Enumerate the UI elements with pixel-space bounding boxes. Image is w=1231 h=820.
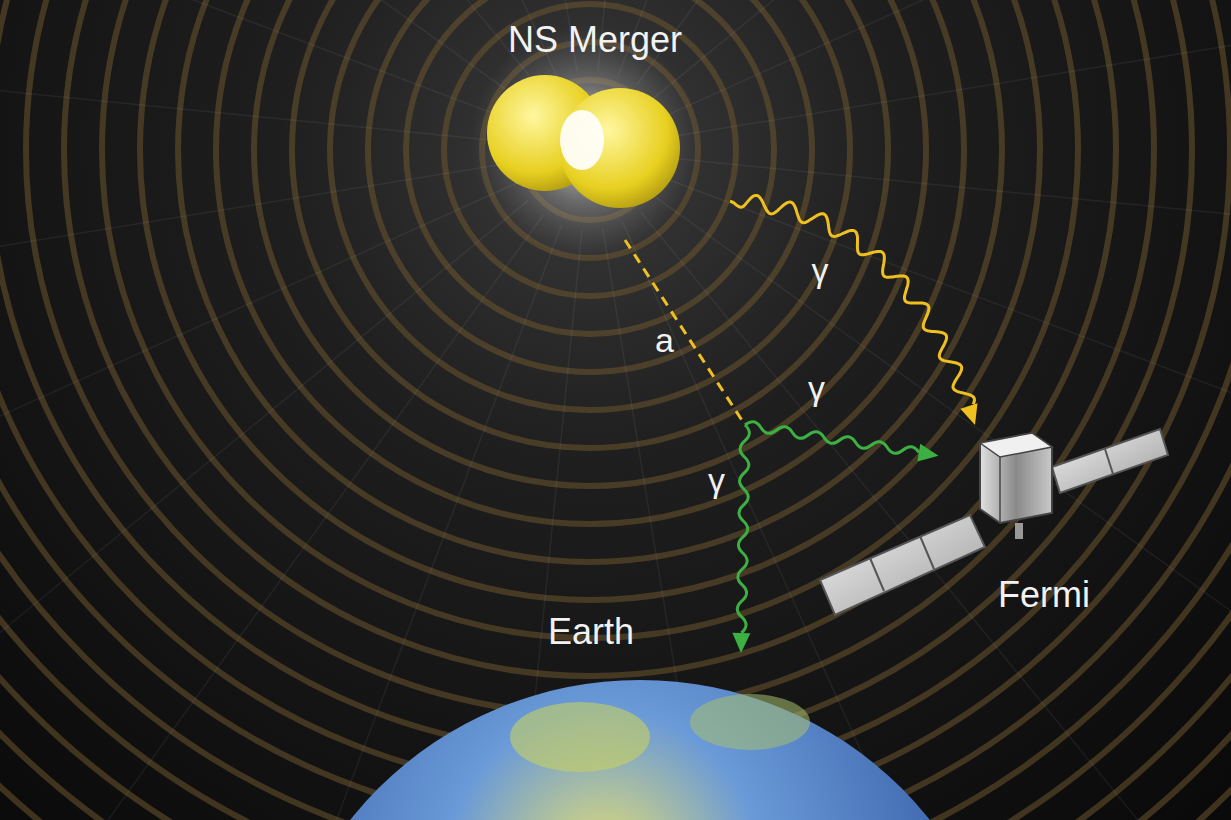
ray [665,178,1231,539]
wave-ring [0,0,1230,790]
solar-panel [1052,429,1168,493]
land [510,702,650,772]
node-label: Earth [548,612,634,652]
glow [470,25,700,261]
ray [670,158,1231,260]
node-art [330,612,970,820]
wave-ring [330,0,850,410]
photon-label: γ [808,370,825,407]
ray [0,0,515,122]
wave-ring [406,0,774,334]
ray [0,0,525,103]
satellite-node: Fermi [820,425,1180,625]
ray [637,0,1231,85]
satellite-body [980,433,1052,523]
ray [652,0,1231,99]
green-photon [732,425,754,653]
wave-ring [178,0,1002,562]
ray [669,0,1231,137]
earth-globe [330,680,970,820]
photon-label: γ [812,252,829,289]
wave-ring [254,0,926,486]
merger-node: NS Merger [460,18,730,280]
land [690,694,810,750]
green-photon [744,416,940,464]
node-label: NS Merger [508,20,682,60]
wave-ring [368,0,812,372]
earth-node: Earth [330,612,970,820]
node-label: Fermi [998,575,1090,615]
wave-ring [102,0,1078,638]
ray [138,0,557,77]
ray [0,183,517,602]
solar-panel [820,515,985,615]
axion-path [625,240,745,425]
wave-ring [216,0,964,524]
ray [0,0,539,88]
ray [641,212,1231,820]
wave-ring [292,0,888,448]
wave-ring [444,4,736,296]
photon-label: γ [708,462,725,499]
wave-ring [140,0,1040,600]
particle-label: a [655,322,674,359]
neutron-star [560,88,680,208]
ray [0,163,511,327]
antenna [1015,523,1023,539]
ray [0,201,528,820]
ray [655,197,1231,793]
merger-flash [560,110,604,170]
photon-connector [730,195,977,425]
